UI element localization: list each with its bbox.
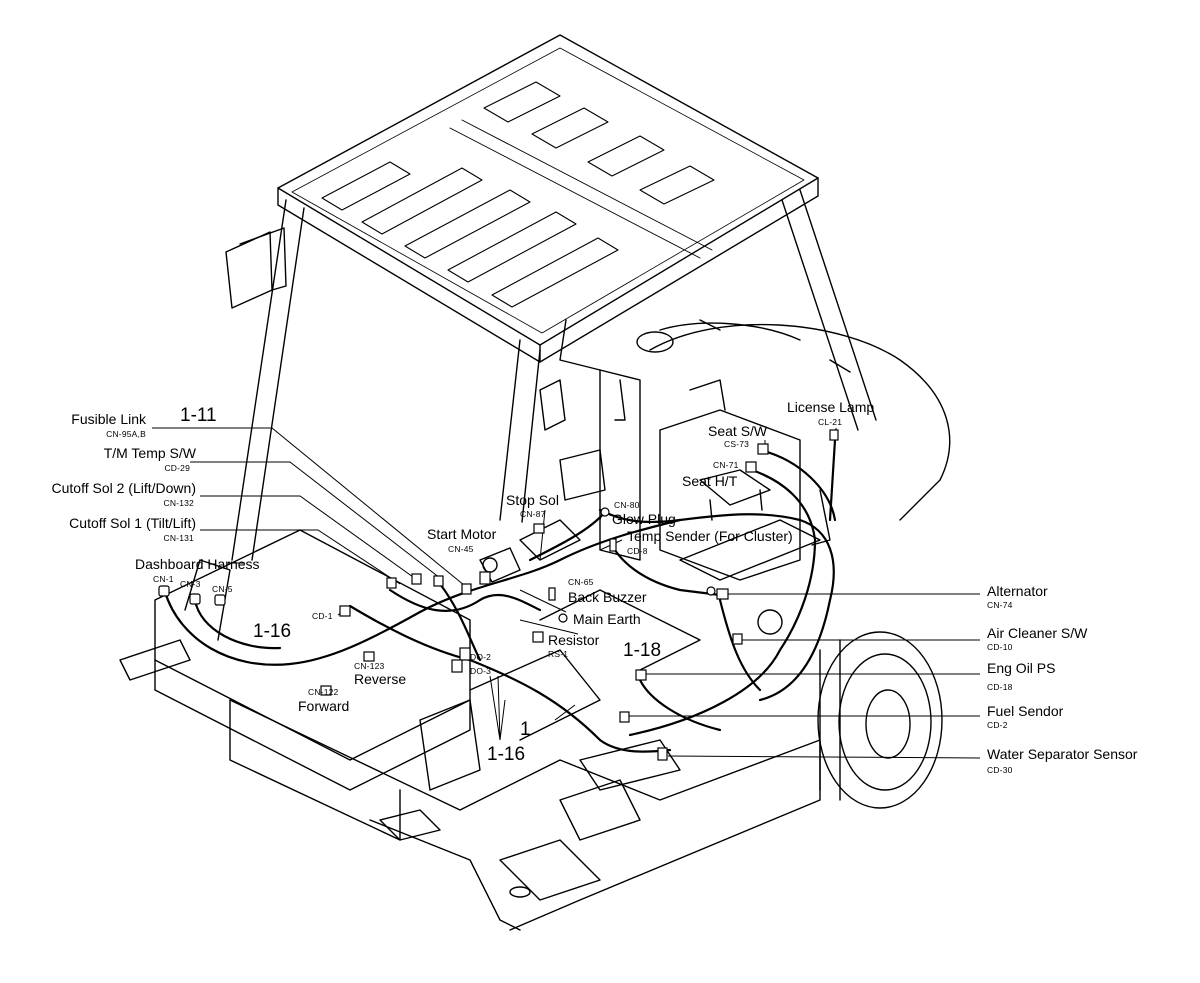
connector-cd1: [339, 605, 351, 617]
label-seat-ht: Seat H/T: [682, 473, 738, 489]
label-temp-sender: Temp Sender (For Cluster): [627, 528, 793, 544]
leader-lines: [152, 427, 981, 759]
connector-cd30: [657, 747, 668, 761]
callout-1: 1: [520, 719, 531, 740]
counterweight: [649, 323, 951, 521]
front-left-pillar: [231, 199, 305, 561]
overhead-guard-roof: [277, 34, 819, 346]
code-cd8: CD-8: [627, 546, 648, 556]
label-cutoff-sol-1: Cutoff Sol 1 (Tilt/Lift): [69, 515, 196, 531]
callout-1-16-left: 1-16: [253, 621, 292, 642]
code-cn132: CN-132: [163, 498, 194, 508]
code-cn3: CN-3: [180, 579, 201, 589]
connector-cd29: [433, 575, 444, 587]
engine-compartment: [599, 369, 641, 561]
label-alternator: Alternator: [987, 583, 1048, 599]
mirror: [225, 231, 273, 309]
label-stop-sol: Stop Sol: [506, 492, 559, 508]
code-rs1: RS-1: [548, 649, 569, 659]
code-cn122: CN-122: [308, 687, 339, 697]
connector-cn3: [189, 593, 201, 605]
connector-cn1: [158, 585, 170, 597]
connector-rs1: [532, 631, 544, 643]
seat: [699, 469, 771, 506]
code-cs73: CS-73: [724, 439, 750, 449]
label-tm-temp-sw: T/M Temp S/W: [103, 445, 196, 461]
label-seat-sw: Seat S/W: [708, 423, 768, 439]
code-cn1: CN-1: [153, 574, 174, 584]
connector-cd18: [635, 669, 647, 681]
label-main-earth: Main Earth: [573, 611, 641, 627]
connector-cn95: [461, 583, 472, 595]
rear-wheel: [817, 631, 943, 809]
code-cn87: CN-87: [520, 509, 546, 519]
roof-slots: [321, 81, 715, 308]
label-eng-oil-ps: Eng Oil PS: [987, 660, 1056, 676]
connector-cn5: [214, 594, 226, 606]
callout-1-11: 1-11: [180, 405, 217, 426]
label-water-separator-sensor: Water Separator Sensor: [987, 746, 1138, 762]
label-dashboard-harness: Dashboard Harness: [135, 556, 260, 572]
code-cd29: CD-29: [164, 463, 190, 473]
label-forward: Forward: [298, 698, 350, 714]
label-back-buzzer: Back Buzzer: [568, 589, 647, 605]
code-cd18: CD-18: [987, 682, 1013, 692]
label-license-lamp: License Lamp: [787, 399, 875, 415]
label-air-cleaner-sw: Air Cleaner S/W: [987, 625, 1088, 641]
code-cn95: CN-95A,B: [106, 429, 146, 439]
connector-cn132: [411, 573, 422, 585]
harness-main: [163, 518, 682, 666]
connector-cn87: [533, 523, 545, 534]
connector-cl21: [829, 429, 839, 441]
code-cn123: CN-123: [354, 661, 385, 671]
code-do2: DO-2: [470, 652, 492, 662]
connector-cd2: [619, 711, 630, 723]
connector-cn45: [479, 571, 491, 585]
label-fusible-link: Fusible Link: [71, 411, 146, 427]
code-cn80: CN-80: [614, 500, 640, 510]
code-cl21: CL-21: [818, 417, 843, 427]
connector-cn71: [745, 461, 757, 473]
connector-cn131: [386, 577, 397, 589]
callout-1-18: 1-18: [623, 640, 662, 661]
label-resistor: Resistor: [548, 632, 600, 648]
code-cn131: CN-131: [163, 533, 194, 543]
code-cn45: CN-45: [448, 544, 474, 554]
connector-cn80: [600, 507, 610, 517]
connector-cn123: [363, 651, 375, 662]
code-cn65: CN-65: [568, 577, 594, 587]
connector-cd8: [609, 538, 617, 552]
connector-cn65: [548, 587, 556, 601]
code-cd10: CD-10: [987, 642, 1013, 652]
main-earth-point: [558, 613, 568, 623]
label-reverse: Reverse: [354, 671, 407, 687]
connector-do3: [451, 659, 463, 673]
connector-do2: [459, 647, 471, 661]
code-cd30: CD-30: [987, 765, 1013, 775]
code-cn74: CN-74: [987, 600, 1013, 610]
callout-1-16-bottom: 1-16: [487, 744, 526, 765]
code-cd1: CD-1: [312, 611, 333, 621]
label-cutoff-sol-2: Cutoff Sol 2 (Lift/Down): [51, 480, 196, 496]
connector-cn74: [716, 588, 729, 600]
connector-cs73: [757, 443, 769, 455]
code-cn71: CN-71: [713, 460, 739, 470]
code-cd2: CD-2: [987, 720, 1008, 730]
code-cn5: CN-5: [212, 584, 233, 594]
lower-frame: [229, 699, 821, 931]
label-start-motor: Start Motor: [427, 526, 497, 542]
label-glow-plug: Glow Plug: [612, 511, 676, 527]
connector-cn122: [320, 685, 332, 696]
connector-cd10: [732, 633, 743, 645]
connectors: [158, 429, 839, 761]
label-fuel-sendor: Fuel Sendor: [987, 703, 1064, 719]
code-do3: DO-3: [470, 666, 492, 676]
